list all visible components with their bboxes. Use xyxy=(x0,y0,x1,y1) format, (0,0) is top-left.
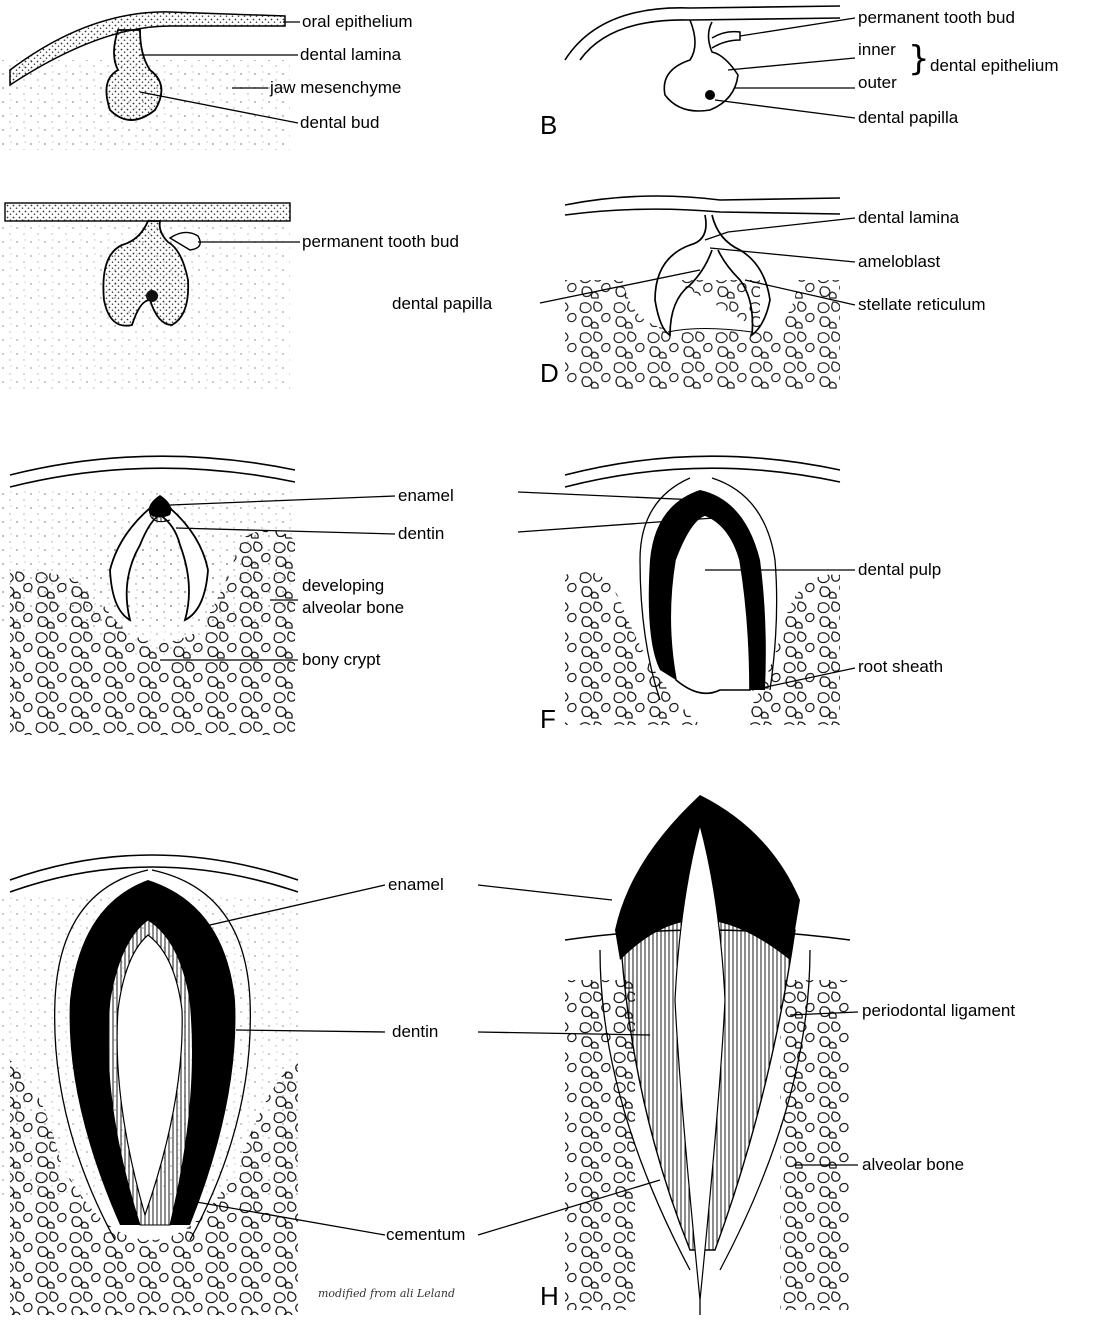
dental-bud-shape xyxy=(106,30,161,120)
label-dental-pulp: dental pulp xyxy=(858,560,941,580)
enamel-organ-b xyxy=(664,20,738,111)
panel-a xyxy=(0,12,300,150)
label-root-sheath: root sheath xyxy=(858,657,943,677)
label-dentin-e: dentin xyxy=(398,524,444,544)
brace-icon: } xyxy=(908,42,930,76)
label-outer: outer xyxy=(858,73,897,93)
label-enamel-e: enamel xyxy=(398,486,454,506)
label-dentin-g: dentin xyxy=(392,1022,438,1042)
panel-d xyxy=(540,196,855,390)
panel-letter-f: F xyxy=(540,706,556,732)
label-dental-bud: dental bud xyxy=(300,113,379,133)
panel-c xyxy=(0,203,300,390)
panel-h xyxy=(478,795,858,1315)
panel-g xyxy=(0,855,385,1315)
panel-letter-h: H xyxy=(540,1283,559,1309)
oral-epithelium-c xyxy=(5,203,290,221)
label-enamel-g: enamel xyxy=(388,875,444,895)
label-dental-lamina-d: dental lamina xyxy=(858,208,959,228)
credit-text: modified from ali Leland xyxy=(318,1287,455,1300)
label-permanent-tooth-bud-c: permanent tooth bud xyxy=(302,232,459,252)
label-permanent-tooth-bud-b: permanent tooth bud xyxy=(858,8,1015,28)
label-developing: developing xyxy=(302,576,384,596)
label-inner: inner xyxy=(858,40,896,60)
label-dental-lamina-a: dental lamina xyxy=(300,45,401,65)
panel-f xyxy=(518,456,855,725)
label-oral-epithelium: oral epithelium xyxy=(302,12,413,32)
label-dental-papilla-d: dental papilla xyxy=(392,294,492,314)
label-stellate-reticulum: stellate reticulum xyxy=(858,295,986,315)
label-jaw-mesenchyme: jaw mesenchyme xyxy=(270,78,401,98)
panel-letter-b: B xyxy=(540,112,557,138)
panel-letter-d: D xyxy=(540,360,559,386)
label-alveolar-bone-h: alveolar bone xyxy=(862,1155,964,1175)
label-bony-crypt: bony crypt xyxy=(302,650,380,670)
label-cementum: cementum xyxy=(386,1225,465,1245)
panel-b xyxy=(565,6,855,118)
label-ameloblast: ameloblast xyxy=(858,252,940,272)
label-alveolar-bone-e: alveolar bone xyxy=(302,598,404,618)
label-dental-epithelium: dental epithelium xyxy=(930,56,1059,76)
label-dental-papilla-b: dental papilla xyxy=(858,108,958,128)
label-periodontal-ligament: periodontal ligament xyxy=(862,1001,1015,1021)
